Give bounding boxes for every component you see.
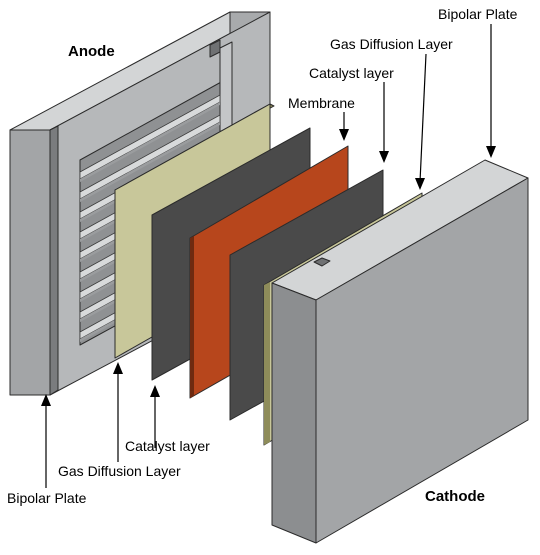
arrowhead-bipolar-plate-top bbox=[486, 146, 496, 158]
membrane-edge bbox=[190, 236, 194, 398]
arrowhead-bipolar-plate-bottom bbox=[41, 394, 51, 406]
cathode-plate-front bbox=[315, 177, 529, 544]
bipolar-plate-bottom-label: Bipolar Plate bbox=[7, 490, 87, 506]
arrowhead-catalyst-bottom bbox=[150, 385, 160, 397]
cathode-plate-side bbox=[271, 282, 317, 544]
arrowhead-gdl-top bbox=[415, 178, 425, 190]
catalyst-top-label: Catalyst layer bbox=[309, 65, 394, 81]
anode-plate-side bbox=[49, 125, 59, 396]
labels: Anode Cathode Bipolar Plate Gas Diffusio… bbox=[7, 6, 518, 506]
arrowhead-gdl-bottom bbox=[113, 362, 123, 374]
arrowhead-catalyst-top bbox=[379, 151, 389, 163]
membrane-label: Membrane bbox=[288, 95, 355, 111]
flow-field-rib-shadow bbox=[80, 122, 220, 202]
catalyst-bottom-label: Catalyst layer bbox=[125, 438, 210, 454]
cathode-plate-slot bbox=[313, 257, 331, 267]
bipolar-plate-top-label: Bipolar Plate bbox=[438, 6, 518, 22]
anode-plate-front bbox=[9, 129, 51, 396]
anode-label: Anode bbox=[68, 43, 115, 60]
leader-arrows bbox=[41, 24, 496, 488]
cathode-label: Cathode bbox=[425, 488, 485, 505]
cathode-gdl-edge bbox=[264, 282, 270, 445]
cathode-bipolar-plate bbox=[271, 159, 529, 544]
arrow-gdl-top bbox=[419, 53, 427, 183]
arrowhead-membrane bbox=[339, 129, 349, 141]
gdl-bottom-label: Gas Diffusion Layer bbox=[58, 463, 181, 479]
gdl-top-label: Gas Diffusion Layer bbox=[330, 36, 453, 52]
flow-field-rib-shadow bbox=[80, 102, 220, 182]
